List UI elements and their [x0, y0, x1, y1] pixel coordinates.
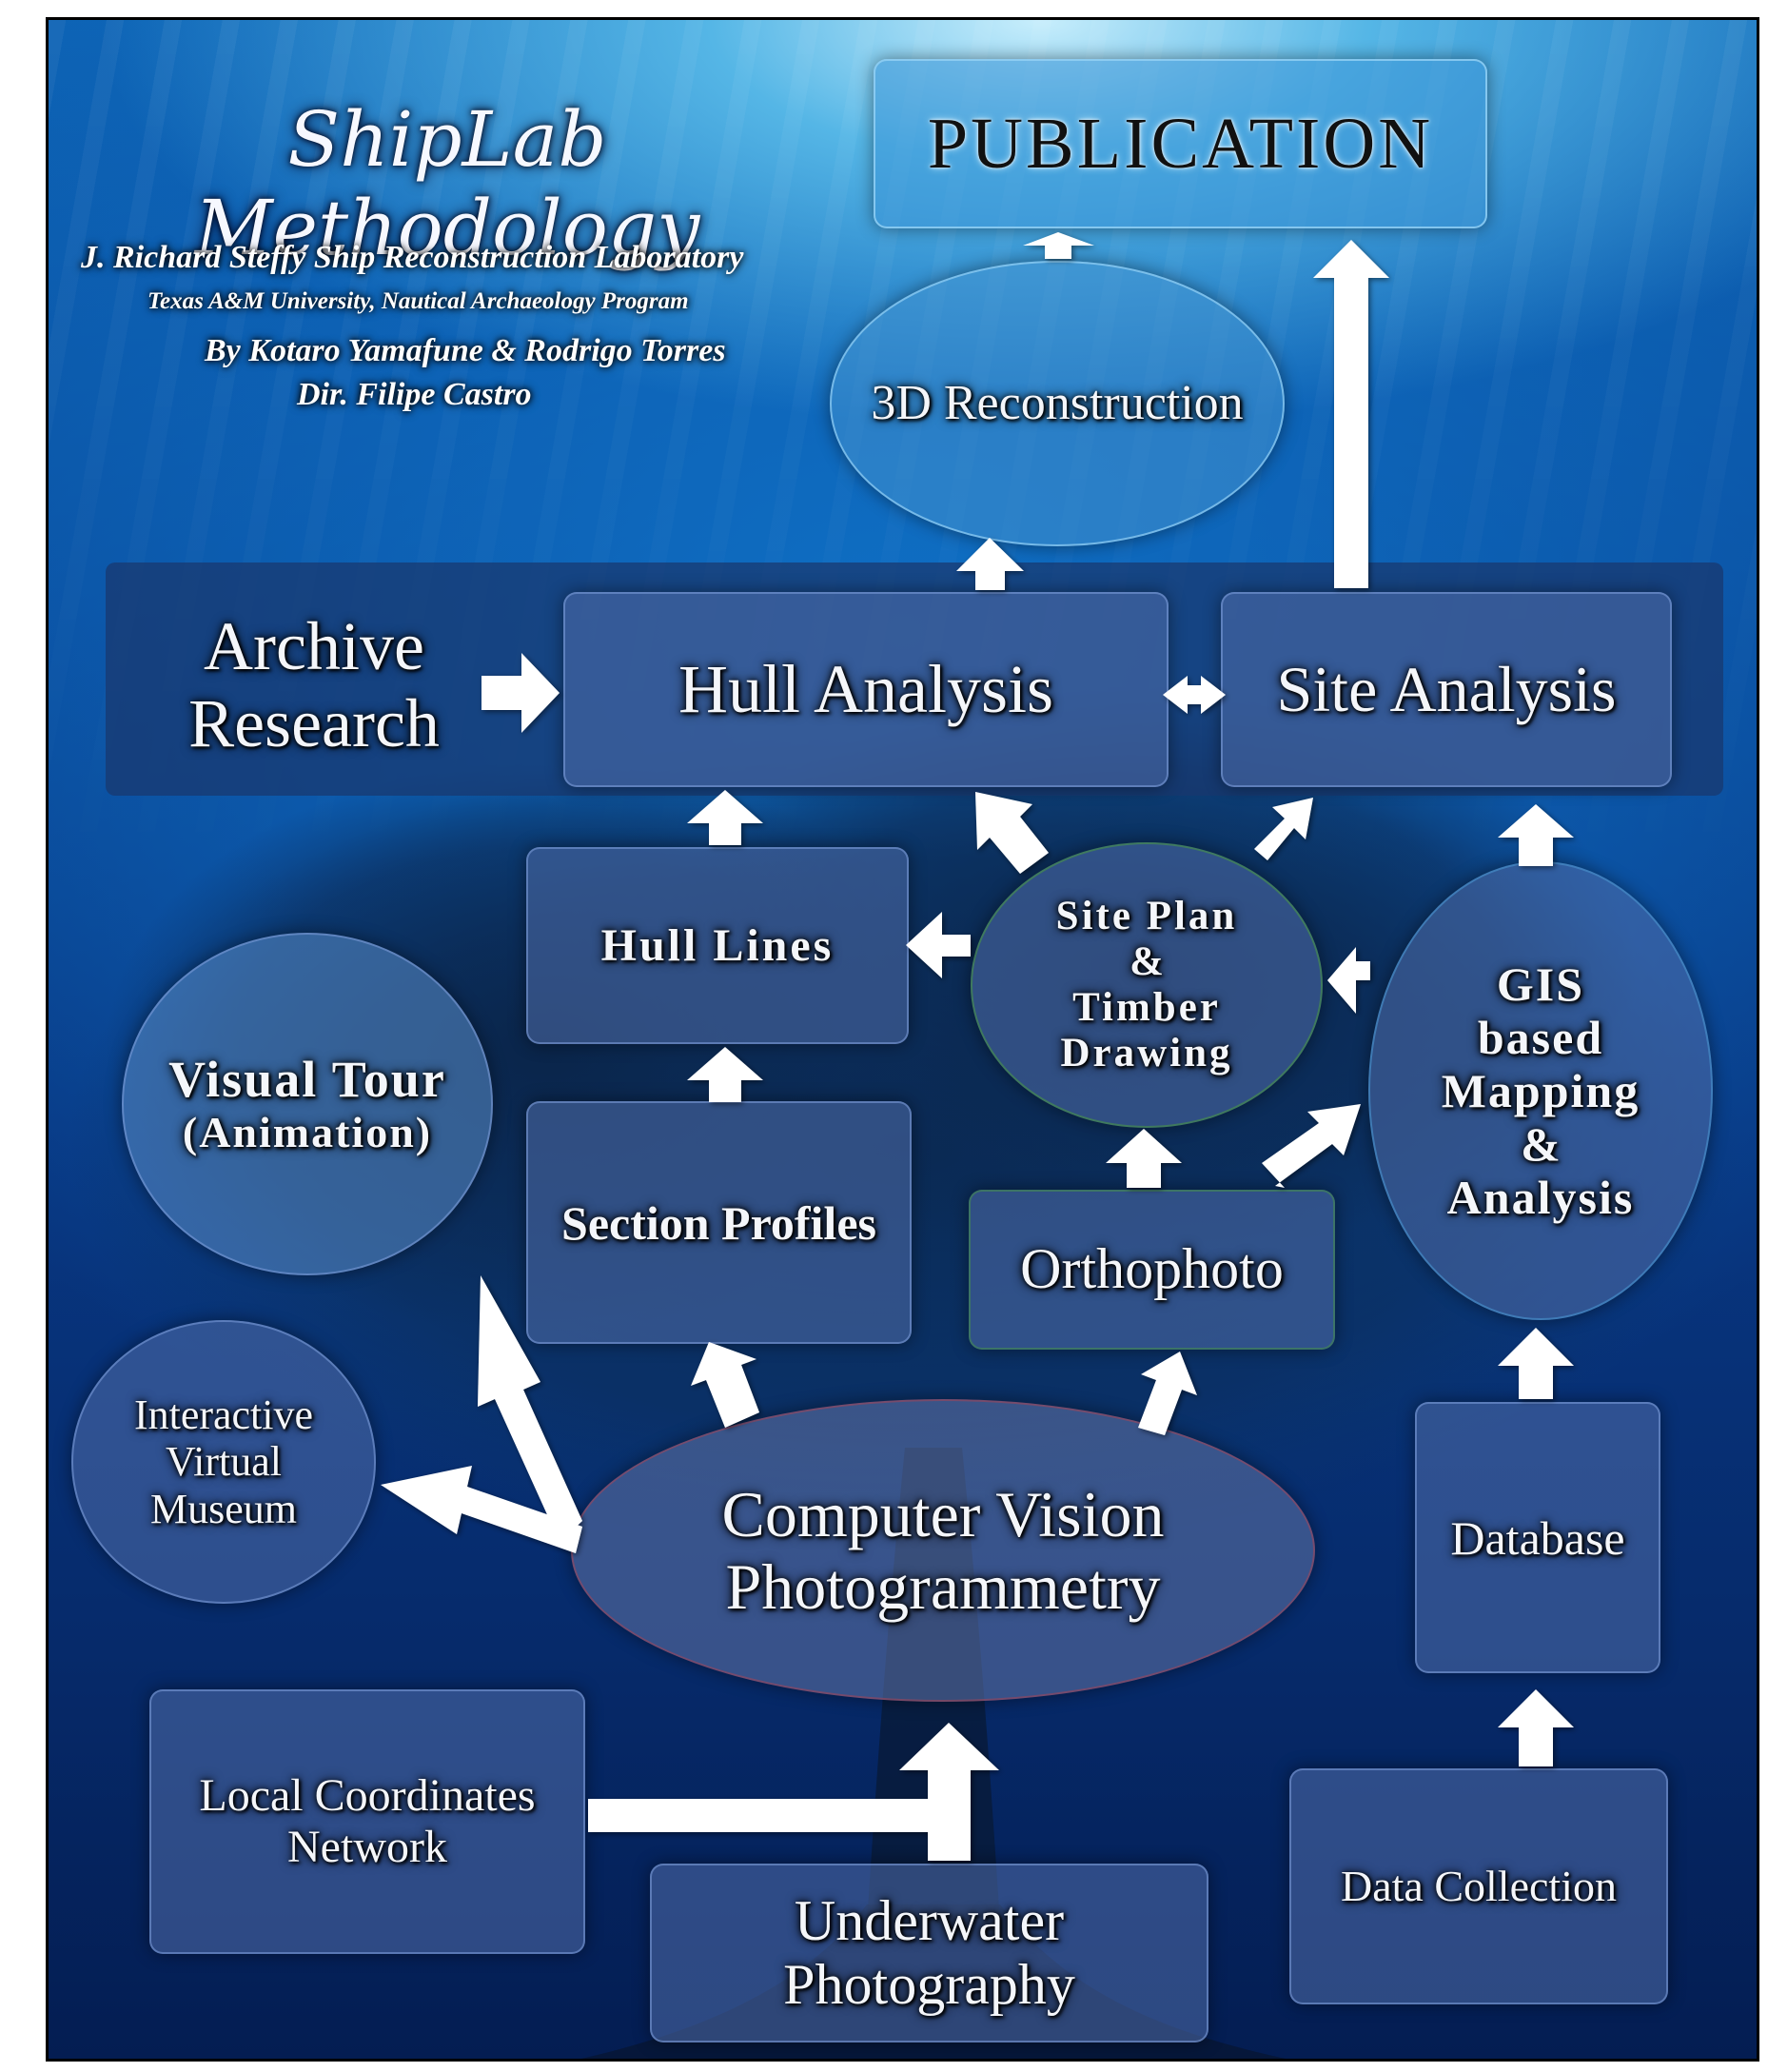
- diagram-title: ShipLab Methodology: [194, 95, 700, 272]
- authors-line: By Kotaro Yamafune & Rodrigo Torres: [205, 333, 726, 368]
- arrow-reconstruction-to-publication: [1023, 232, 1094, 259]
- visual-tour-line1: Visual Tour: [168, 1051, 446, 1108]
- site-plan-line4: Drawing: [1060, 1031, 1233, 1076]
- arrow-hull-site-bidirectional: [1163, 676, 1226, 714]
- publication-label: PUBLICATION: [927, 103, 1434, 184]
- arrow-ortho-to-gis: [1262, 1104, 1361, 1188]
- computer-vision-line2: Photogrammetry: [725, 1550, 1161, 1623]
- arrow-ortho-to-siteplan: [1106, 1129, 1182, 1188]
- gis-line1: GIS: [1496, 957, 1585, 1011]
- arrow-gis-to-site: [1498, 804, 1574, 866]
- arrow-siteplan-to-hulllines: [906, 912, 971, 978]
- arrow-cv-to-visualtour: [478, 1275, 582, 1542]
- section-profiles-label: Section Profiles: [561, 1195, 876, 1250]
- gis-line3: Mapping: [1441, 1064, 1640, 1117]
- arrow-underwater-to-cv: [899, 1723, 999, 1861]
- archive-research-node: Archive Research: [114, 590, 514, 780]
- site-analysis-node: Site Analysis: [1221, 592, 1672, 787]
- database-node: Database: [1415, 1402, 1660, 1673]
- database-label: Database: [1450, 1510, 1625, 1565]
- data-collection-label: Data Collection: [1341, 1862, 1617, 1911]
- hull-lines-label: Hull Lines: [600, 919, 835, 971]
- site-analysis-label: Site Analysis: [1276, 653, 1617, 726]
- arrow-archive-to-hull: [481, 653, 560, 733]
- gis-line4: &: [1521, 1117, 1561, 1171]
- arrow-database-to-gis: [1498, 1328, 1574, 1399]
- site-plan-line3: Timber: [1072, 985, 1221, 1030]
- interactive-museum-line2: Virtual: [165, 1438, 282, 1486]
- local-coordinates-line1: Local Coordinates: [199, 1770, 536, 1822]
- university-name: Texas A&M University, Nautical Archaeolo…: [147, 288, 689, 314]
- interactive-museum-node: Interactive Virtual Museum: [71, 1320, 376, 1604]
- arrow-sections-to-hulllines: [687, 1047, 763, 1102]
- arrow-cv-to-sections: [691, 1342, 759, 1428]
- gis-line5: Analysis: [1446, 1171, 1635, 1224]
- hull-analysis-node: Hull Analysis: [563, 592, 1169, 787]
- hull-analysis-label: Hull Analysis: [678, 651, 1054, 728]
- arrow-hull-lines-to-hull: [687, 790, 763, 845]
- arrow-cv-to-museum: [381, 1466, 582, 1553]
- visual-tour-line2: (Animation): [182, 1108, 433, 1157]
- interactive-museum-line1: Interactive: [133, 1391, 314, 1439]
- data-collection-node: Data Collection: [1289, 1768, 1668, 2004]
- publication-box: PUBLICATION: [874, 59, 1487, 228]
- local-coordinates-line2: Network: [287, 1822, 447, 1872]
- reconstruction-3d-label: 3D Reconstruction: [871, 375, 1244, 430]
- section-profiles-node: Section Profiles: [526, 1101, 912, 1344]
- orthophoto-node: Orthophoto: [969, 1190, 1335, 1350]
- arrow-site-to-publication: [1313, 240, 1389, 588]
- gis-line2: based: [1477, 1011, 1604, 1064]
- site-plan-node: Site Plan & Timber Drawing: [971, 842, 1323, 1128]
- arrow-datacollection-to-database: [1498, 1689, 1574, 1766]
- computer-vision-node: Computer Vision Photogrammetry: [571, 1399, 1315, 1702]
- arrow-siteplan-to-hull: [975, 792, 1049, 874]
- director-line: Dir. Filipe Castro: [297, 377, 532, 412]
- lab-name: J. Richard Steffy Ship Reconstruction La…: [81, 240, 744, 275]
- hull-lines-node: Hull Lines: [526, 847, 909, 1044]
- arrow-hull-to-reconstruction: [956, 538, 1024, 590]
- underwater-photography-line1: Underwater: [794, 1888, 1065, 1952]
- arrow-siteplan-to-site: [1254, 798, 1313, 860]
- archive-research-line1: Archive: [204, 608, 424, 685]
- underwater-photography-line2: Photography: [783, 1953, 1075, 2016]
- reconstruction-3d-node: 3D Reconstruction: [830, 261, 1285, 546]
- orthophoto-label: Orthophoto: [1020, 1237, 1284, 1301]
- arrow-cv-to-ortho: [1138, 1352, 1197, 1435]
- interactive-museum-line3: Museum: [149, 1485, 297, 1532]
- underwater-photography-node: Underwater Photography: [650, 1864, 1208, 2042]
- local-coordinates-node: Local Coordinates Network: [149, 1689, 585, 1954]
- computer-vision-line1: Computer Vision: [721, 1477, 1165, 1550]
- site-plan-line2: &: [1130, 938, 1164, 984]
- site-plan-line1: Site Plan: [1055, 893, 1238, 938]
- visual-tour-node: Visual Tour (Animation): [122, 933, 493, 1275]
- gis-node: GIS based Mapping & Analysis: [1368, 861, 1713, 1320]
- archive-research-line2: Research: [188, 685, 440, 761]
- arrow-gis-to-siteplan: [1327, 947, 1370, 1014]
- arrow-localcoords-to-cv: [588, 1799, 961, 1832]
